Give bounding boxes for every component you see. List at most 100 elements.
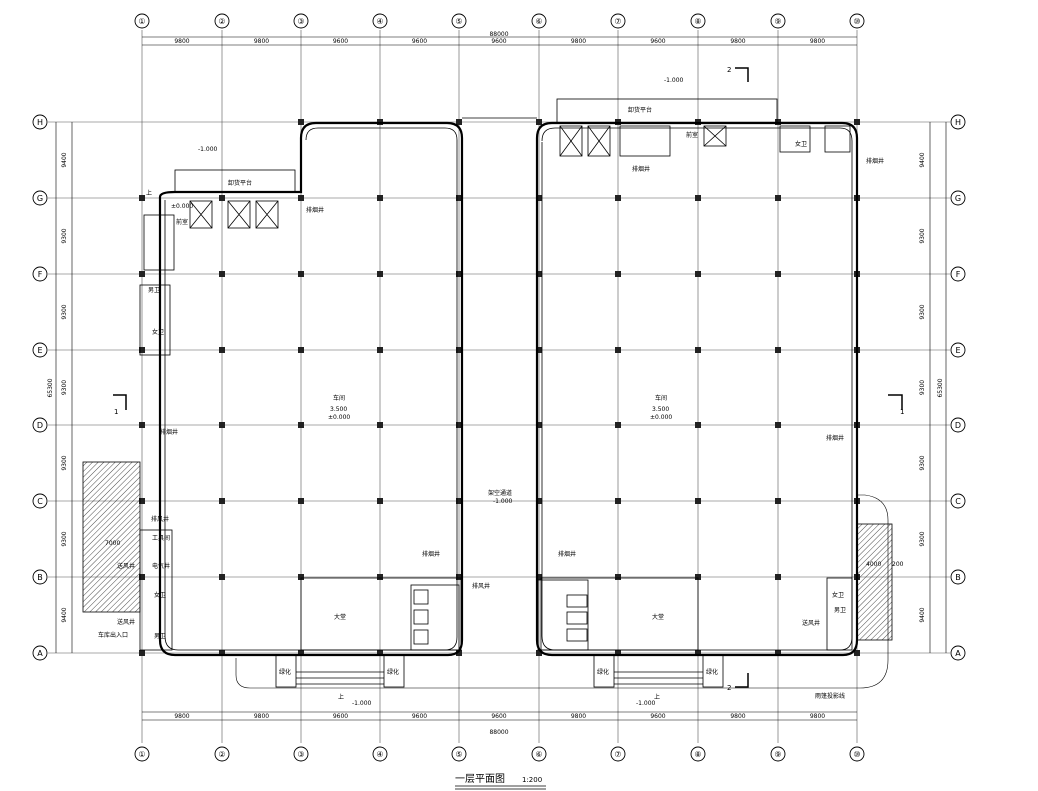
greening-planter-3	[593, 654, 615, 688]
dim-right-total: 65300	[937, 378, 944, 397]
label-workshop-left: 车间	[333, 394, 345, 402]
label-section-2-top: 2	[727, 66, 731, 74]
dim-left-span-1: 9400	[61, 152, 68, 167]
dim-bottom-span-8: 9800	[730, 713, 745, 720]
axis-bubble-right-C: C	[955, 497, 961, 506]
column-9-B	[775, 574, 781, 580]
left-building-wall	[158, 121, 464, 657]
axis-bubble-left-E-circle	[32, 342, 48, 358]
column-8-E	[695, 347, 701, 353]
axis-bubble-right-B: B	[955, 573, 961, 582]
axis-bubble-bottom-6: ⑥	[535, 750, 542, 759]
axis-bubble-top-3: ③	[297, 17, 304, 26]
label-lobby-right: 大堂	[652, 613, 664, 621]
axis-bubble-right-A-circle	[950, 645, 966, 661]
axis-bubble-right-G: G	[955, 194, 961, 203]
column-3-H	[298, 119, 304, 125]
column-9-C	[775, 498, 781, 504]
label-level-m1-e: -1.000	[636, 700, 656, 707]
label-up-2: 上	[654, 693, 660, 701]
dim-top-span-6: 9800	[571, 38, 586, 45]
label-level-m1-b: -1.000	[664, 77, 684, 84]
column-8-B	[695, 574, 701, 580]
label-loading-right: 卸货平台	[628, 106, 652, 114]
left-garage-ramp	[82, 461, 141, 613]
structural-columns	[139, 119, 860, 656]
label-up-3: 上	[146, 189, 152, 197]
dim-top-span-1: 9800	[174, 38, 189, 45]
label-tool-room: 工具间	[152, 534, 170, 542]
label-level-right: ±0.000	[650, 414, 672, 421]
axis-bubble-bottom-4: ④	[376, 750, 383, 759]
column-8-C	[695, 498, 701, 504]
axis-bubble-top-5: ⑤	[455, 17, 462, 26]
dim-top-total: 88000	[489, 31, 508, 38]
dim-left-span-3: 9300	[61, 304, 68, 319]
label-smoke-shaft-4: 排烟井	[558, 550, 576, 558]
axis-bubble-right-H-circle	[950, 114, 966, 130]
axis-bubble-top-2: ②	[218, 17, 225, 26]
axis-bubble-left-C: C	[37, 497, 43, 506]
column-3-C	[298, 498, 304, 504]
axis-bubble-left-D-circle	[32, 417, 48, 433]
label-level-zero-left: ±0.000	[171, 203, 193, 210]
column-5-F	[456, 271, 462, 277]
column-7-C	[615, 498, 621, 504]
axis-bubble-bottom-7-circle	[610, 746, 626, 762]
label-exhaust-shaft-2: 排风井	[472, 582, 490, 590]
axis-bubble-right-D-circle	[950, 417, 966, 433]
column-1-D	[139, 422, 145, 428]
dim-left-span-5: 9300	[61, 455, 68, 470]
column-10-H	[854, 119, 860, 125]
label-male-wc-1: 男卫	[148, 287, 160, 294]
axis-bubble-top-1: ①	[138, 17, 145, 26]
dim-right-span-2: 9300	[919, 228, 926, 243]
label-lobby-left: 大堂	[334, 613, 346, 621]
label-garage-entrance: 车库出入口	[98, 631, 128, 639]
column-3-E	[298, 347, 304, 353]
dim-bottom-span-4: 9600	[412, 713, 427, 720]
label-supply-shaft-3: 送风井	[117, 562, 135, 570]
label-smoke-shaft-7: 排烟井	[826, 434, 844, 442]
left-core-bottom	[139, 529, 462, 651]
axis-bubble-left-G-circle	[32, 190, 48, 206]
axis-bubble-left-A-circle	[32, 645, 48, 661]
label-section-1-left: 1	[114, 408, 118, 416]
label-smoke-shaft-3: 排烟井	[422, 550, 440, 558]
axis-bubble-bottom-5: ⑤	[455, 750, 462, 759]
axis-bubble-bottom-8-circle	[690, 746, 706, 762]
axis-bubble-bottom-9-circle	[770, 746, 786, 762]
label-level-m1-c: -1.000	[493, 498, 513, 505]
right-loading-platform	[556, 98, 778, 124]
axis-bubble-top-3-circle	[293, 13, 309, 29]
label-vestibule-2: 前室	[686, 131, 698, 139]
column-5-A	[456, 650, 462, 656]
axis-bubble-right-F: F	[956, 270, 961, 279]
column-9-G	[775, 195, 781, 201]
section-markers	[113, 67, 903, 688]
column-2-E	[219, 347, 225, 353]
column-2-D	[219, 422, 225, 428]
column-6-C	[536, 498, 542, 504]
axis-bubble-top-6: ⑥	[535, 17, 542, 26]
label-level-m1-d: -1.000	[352, 700, 372, 707]
dim-top-span-5: 9600	[491, 38, 506, 45]
label-greening-2: 绿化	[387, 668, 399, 676]
label-greening-3: 绿化	[597, 668, 609, 676]
axis-bubble-left-A: A	[37, 649, 43, 658]
dim-right-span-4: 9300	[919, 380, 926, 395]
axis-bubble-top-10: ⑩	[853, 17, 860, 26]
column-7-G	[615, 195, 621, 201]
axis-bubble-bottom-9: ⑨	[774, 750, 781, 759]
dim-top-span-9: 9800	[810, 38, 825, 45]
column-5-B	[456, 574, 462, 580]
label-section-1-right: 1	[900, 408, 904, 416]
dim-bottom-span-9: 9800	[810, 713, 825, 720]
axis-bubble-bottom-7: ⑦	[614, 750, 621, 759]
axis-bubble-right-C-circle	[950, 493, 966, 509]
column-6-D	[536, 422, 542, 428]
axis-bubble-right-E-circle	[950, 342, 966, 358]
label-male-wc-2: 男卫	[154, 633, 166, 640]
